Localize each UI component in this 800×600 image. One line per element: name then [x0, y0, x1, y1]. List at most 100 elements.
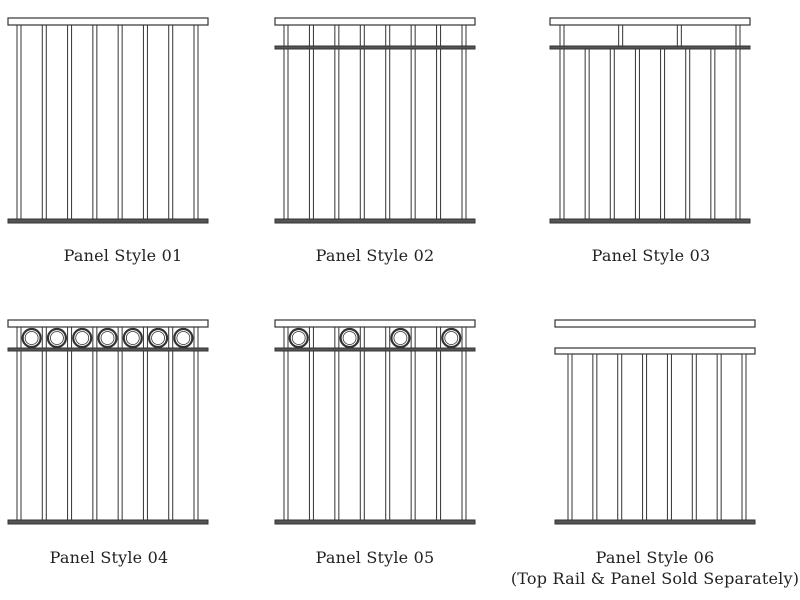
ring-ornament-inner	[151, 331, 165, 345]
top-rail	[549, 17, 751, 26]
top-rail	[7, 17, 209, 26]
picket	[741, 353, 747, 521]
panel-style-01	[7, 17, 209, 224]
ring-ornament	[72, 327, 93, 349]
ring-ornament	[173, 327, 194, 349]
ring-ornament	[288, 327, 309, 349]
picket	[117, 326, 123, 521]
mid-rail	[274, 45, 476, 50]
picket	[660, 48, 666, 220]
picket	[41, 326, 47, 521]
picket	[308, 326, 314, 521]
top-rail	[7, 319, 209, 328]
caption-panel-style-06: Panel Style 06(Top Rail & Panel Sold Sep…	[510, 548, 800, 588]
ring-ornament	[122, 327, 143, 349]
picket	[618, 24, 624, 47]
picket	[735, 24, 741, 47]
subcaption-panel-style-06: (Top Rail & Panel Sold Separately)	[510, 569, 800, 588]
picket	[461, 326, 467, 521]
picket	[567, 353, 573, 521]
picket	[584, 48, 590, 220]
ring-ornament-inner	[100, 331, 115, 345]
picket	[67, 24, 73, 220]
ring-ornament	[21, 327, 42, 349]
picket	[461, 24, 467, 220]
picket	[710, 48, 716, 220]
picket	[283, 326, 289, 521]
picket	[334, 326, 340, 521]
bottom-rail	[274, 519, 476, 525]
top-rail	[274, 319, 476, 328]
picket	[735, 48, 741, 220]
ring-ornament-inner	[50, 331, 64, 345]
mid-rail	[549, 45, 751, 50]
panel-style-06	[554, 319, 756, 525]
ring-ornament-inner	[24, 331, 39, 345]
caption-panel-style-03: Panel Style 03	[591, 246, 711, 265]
picket	[385, 24, 391, 220]
ring-ornament-inner	[444, 331, 459, 345]
ring-ornament-inner	[125, 331, 140, 345]
bottom-rail	[274, 218, 476, 224]
picket	[117, 24, 123, 220]
panel-style-05	[274, 319, 476, 525]
picket	[92, 326, 98, 521]
picket	[334, 24, 340, 220]
caption-panel-style-04: Panel Style 04	[49, 548, 169, 567]
caption-panel-style-05: Panel Style 05	[315, 548, 435, 567]
separate-top-rail	[554, 319, 756, 328]
ring-ornament	[46, 327, 68, 349]
top-rail	[274, 17, 476, 26]
picket	[193, 326, 199, 521]
picket	[436, 326, 442, 521]
picket	[410, 24, 416, 220]
caption-panel-style-01: Panel Style 01	[63, 246, 183, 265]
ring-ornament-inner	[342, 331, 357, 345]
bottom-rail	[7, 519, 209, 525]
picket	[67, 326, 73, 521]
picket	[436, 24, 442, 220]
caption-panel-style-02: Panel Style 02	[315, 246, 435, 265]
panel-style-02	[274, 17, 476, 224]
picket	[617, 353, 623, 521]
picket	[359, 24, 365, 220]
panel-style-03	[549, 17, 751, 224]
picket	[676, 24, 682, 47]
panel-style-04	[7, 319, 209, 525]
picket	[559, 48, 565, 220]
ring-ornament-inner	[75, 331, 90, 345]
picket	[193, 24, 199, 220]
picket	[642, 353, 648, 521]
mid-rail	[7, 347, 209, 352]
picket	[41, 24, 47, 220]
picket	[92, 24, 98, 220]
ring-ornament	[390, 327, 411, 349]
picket	[666, 353, 672, 521]
picket	[16, 24, 22, 220]
picket	[634, 48, 640, 220]
picket	[142, 326, 148, 521]
picket	[142, 24, 148, 220]
picket	[168, 326, 174, 521]
ring-ornament	[97, 327, 118, 349]
ring-ornament	[441, 327, 462, 349]
bottom-rail	[554, 519, 756, 525]
ring-ornament	[339, 327, 360, 349]
bottom-rail	[7, 218, 209, 224]
mid-rail	[274, 347, 476, 352]
picket	[609, 48, 615, 220]
picket	[308, 24, 314, 220]
picket	[685, 48, 691, 220]
picket	[716, 353, 722, 521]
picket	[168, 24, 174, 220]
picket	[385, 326, 391, 521]
picket	[592, 353, 598, 521]
picket	[359, 326, 365, 521]
picket	[691, 353, 697, 521]
ring-ornament-inner	[176, 331, 191, 345]
ring-ornament	[147, 327, 169, 349]
picket	[410, 326, 416, 521]
picket	[16, 326, 22, 521]
bottom-rail	[549, 218, 751, 224]
